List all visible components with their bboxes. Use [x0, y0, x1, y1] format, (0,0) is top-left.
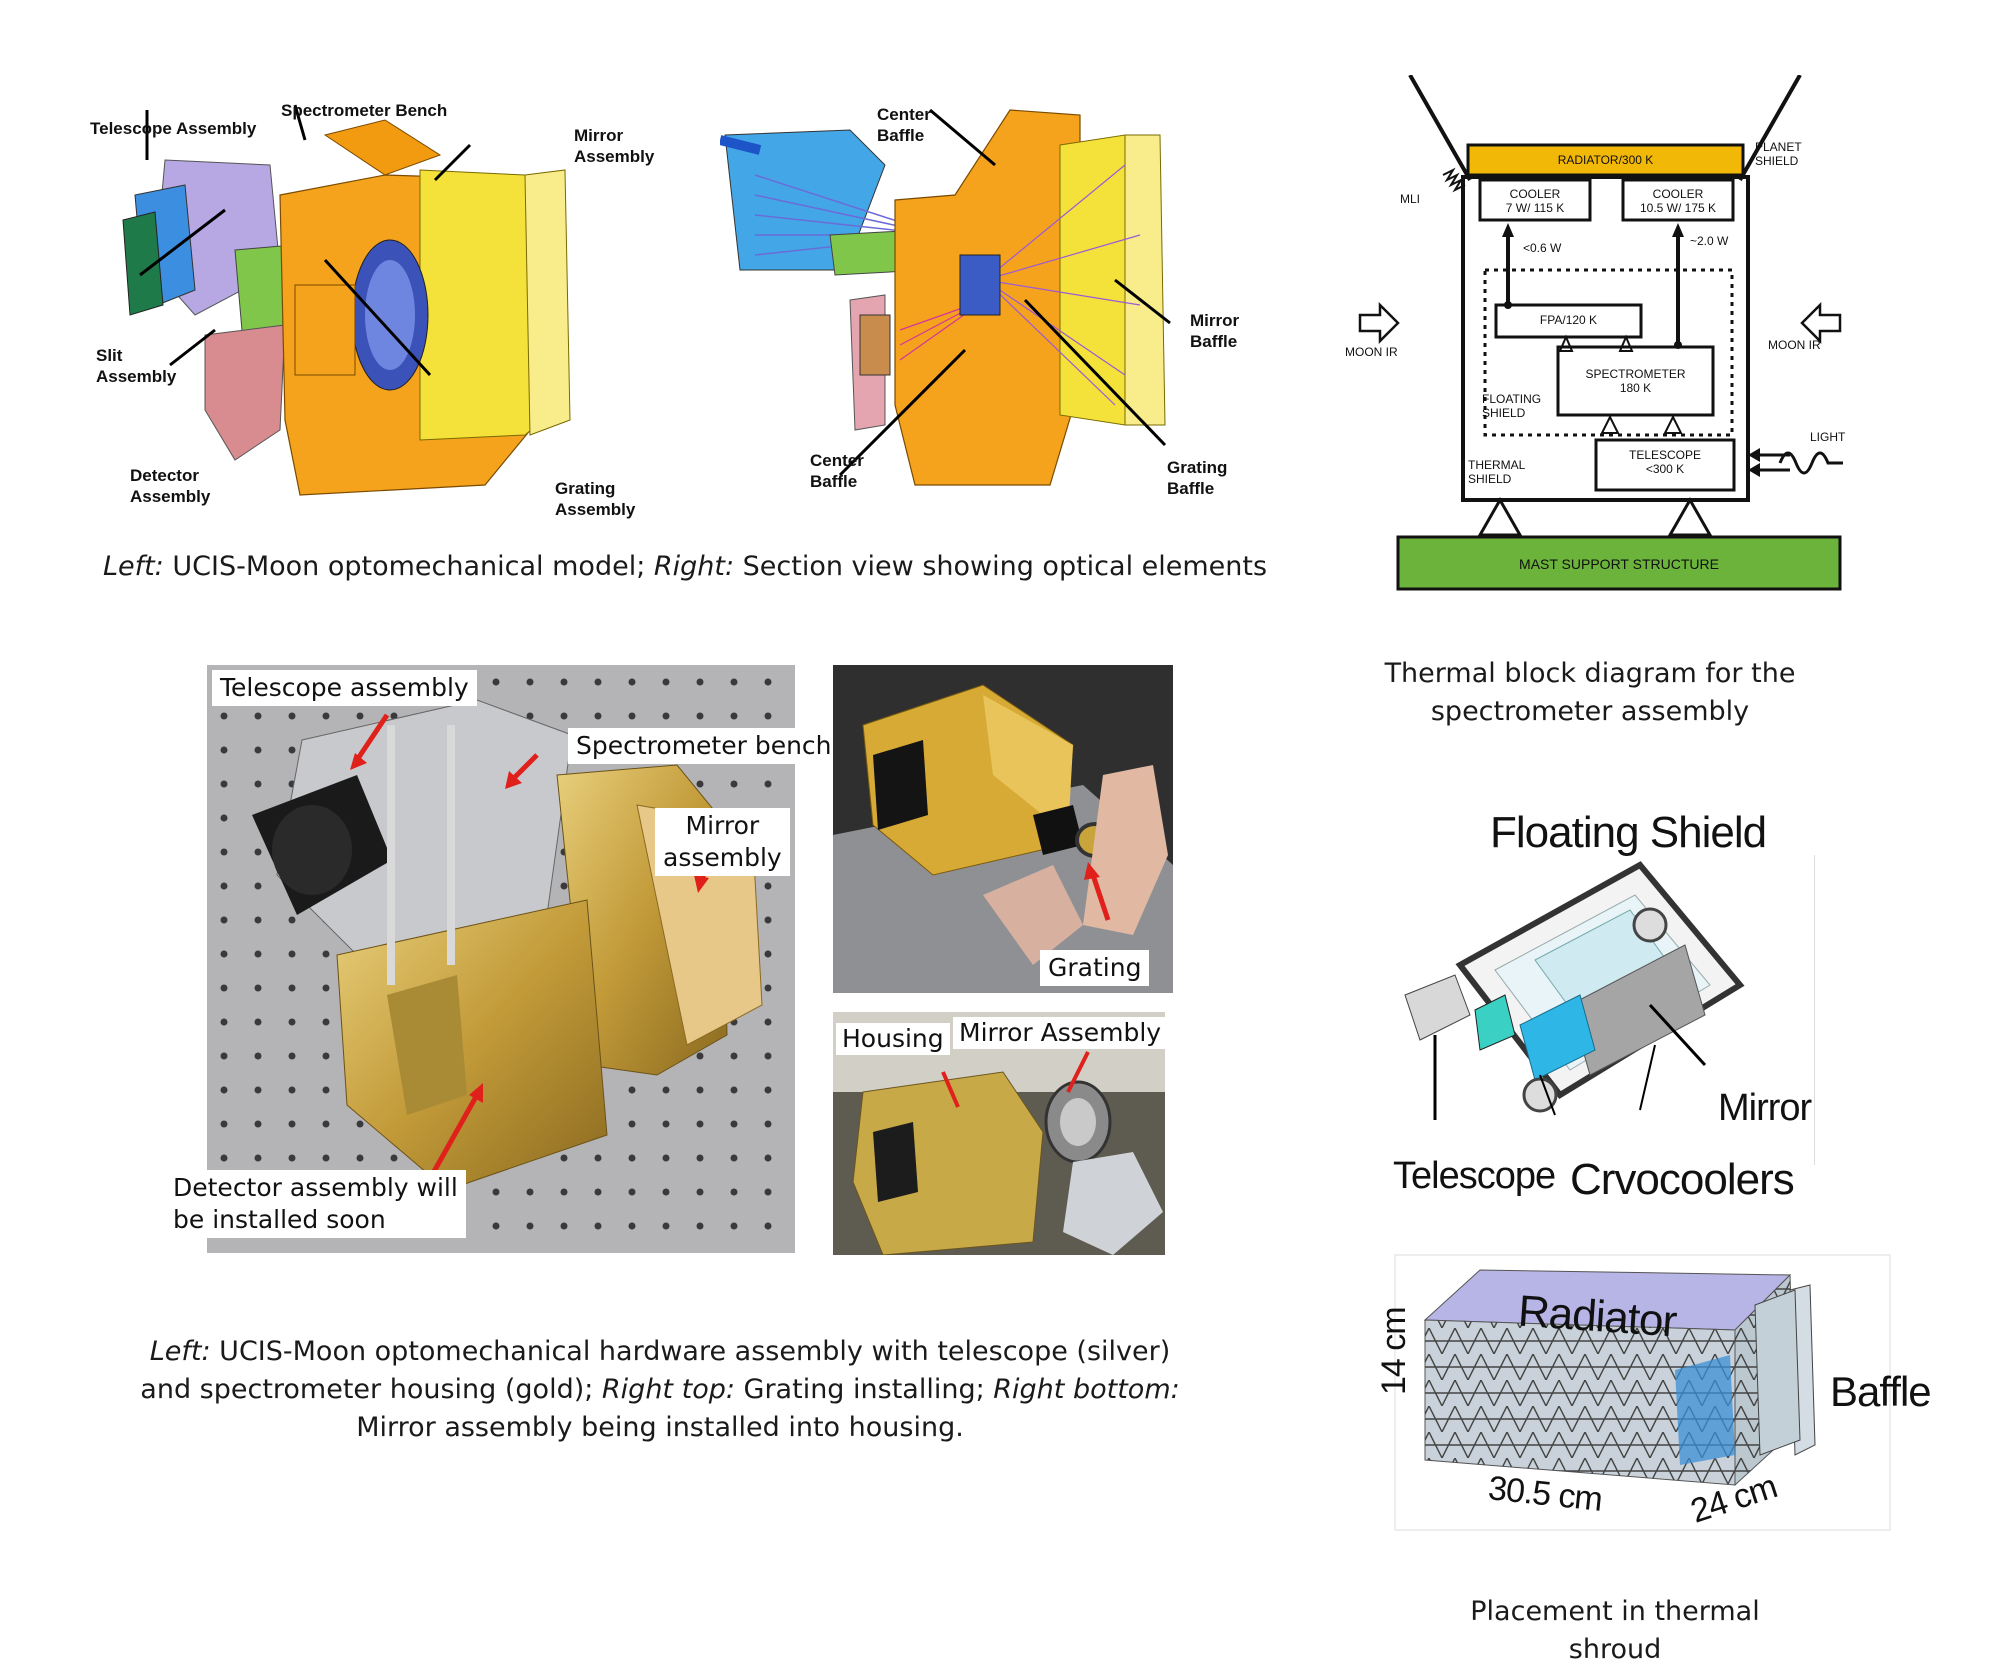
thermal-mli-label: MLI	[1400, 192, 1421, 206]
label-telescope-assembly: Telescope Assembly	[90, 119, 257, 138]
thermal-radiator-label: RADIATOR/300 K	[1557, 153, 1654, 167]
floating-shield-render	[1395, 845, 1816, 1200]
floating-shield-telescope-label: Telescope	[1393, 1155, 1556, 1197]
thermal-floating-shield-label: FLOATING SHIELD	[1482, 392, 1542, 420]
thermal-mast-label: MAST SUPPORT STRUCTURE	[1519, 556, 1719, 572]
label-grating-baffle: Grating Baffle	[1167, 458, 1228, 498]
thermal-planet-shield-label: PLANET SHIELD	[1755, 140, 1802, 168]
caption-hardware-l2-em2: Right bottom:	[993, 1374, 1180, 1405]
hardware-photo-drawing	[207, 665, 795, 1253]
photo-label-telescope-assembly: Telescope assembly	[212, 670, 477, 706]
shroud-render-drawing	[1394, 1254, 1891, 1531]
label-mirror-assembly: Mirror Assembly	[574, 126, 655, 166]
label-slit-assembly: Slit Assembly	[96, 346, 177, 386]
thermal-spectrometer-label: SPECTROMETER 180 K	[1585, 367, 1686, 395]
section-view	[718, 105, 1190, 495]
thermal-diagram-shapes	[1358, 74, 1843, 591]
optomech-model-drawing	[122, 104, 571, 496]
thermal-thermal-shield-label: THERMAL SHIELD	[1468, 458, 1526, 486]
grating-photo	[833, 665, 1173, 993]
floating-shield-mirror-label: Mirror	[1718, 1087, 1812, 1129]
thermal-cooler2-label: COOLER 10.5 W/ 175 K	[1639, 187, 1717, 215]
caption-hardware-line1: Left: UCIS-Moon optomechanical hardware …	[100, 1333, 1220, 1371]
caption-top-left-em: Left:	[102, 551, 164, 582]
section-view-drawing	[718, 108, 1171, 486]
label-mirror-baffle: Mirror Baffle	[1190, 311, 1240, 351]
shroud-render	[1390, 1250, 1940, 1540]
label-grating-assembly: Grating Assembly	[555, 479, 636, 519]
label-detector-assembly: Detector Assembly	[130, 466, 211, 506]
caption-thermal: Thermal block diagram for the spectromet…	[1384, 658, 1796, 727]
thermal-flow2-label: ~2.0 W	[1690, 234, 1729, 248]
floating-shield-cryocoolers-label: Crvocoolers	[1570, 1155, 1795, 1204]
photo-label-spectrometer-bench: Spectrometer bench	[568, 728, 840, 764]
photo-label-mirror-assembly: Mirror assembly	[655, 808, 790, 876]
grating-photo-drawing	[833, 665, 1173, 993]
floating-shield-render-drawing	[1404, 855, 1816, 1165]
hardware-photo	[207, 665, 795, 1253]
caption-shroud: Placement in thermal shroud	[1470, 1596, 1760, 1665]
thermal-moon-ir-left-label: MOON IR	[1345, 345, 1398, 359]
photo-label-detector-assembly: Detector assembly will be installed soon	[165, 1170, 466, 1238]
thermal-fpa-label: FPA/120 K	[1539, 313, 1598, 327]
caption-top: Left: UCIS-Moon optomechanical model; Ri…	[100, 548, 1270, 586]
thermal-light-label: LIGHT	[1810, 430, 1846, 444]
caption-top-left-text: UCIS-Moon optomechanical model;	[163, 551, 654, 582]
caption-hardware-l1-em: Left:	[149, 1336, 211, 1367]
optomech-model	[85, 100, 645, 520]
caption-hardware-line2: and spectrometer housing (gold); Right t…	[100, 1371, 1220, 1409]
caption-hardware-l2-text: and spectrometer housing (gold);	[140, 1374, 602, 1405]
caption-hardware-l2-em1: Right top:	[601, 1374, 735, 1405]
caption-hardware-l1-text: UCIS-Moon optomechanical hardware assemb…	[210, 1336, 1171, 1367]
thermal-flow1-label: <0.6 W	[1523, 241, 1562, 255]
floating-shield-title: Floating Shield	[1490, 808, 1767, 857]
caption-top-right-em: Right:	[653, 551, 735, 582]
label-center-baffle-bottom: Center Baffle	[810, 451, 864, 491]
shroud-height-label: 14 cm	[1375, 1307, 1413, 1395]
caption-hardware-l2-mid: Grating installing;	[734, 1374, 994, 1405]
photo-label-mirror-assembly-bottom: Mirror Assembly	[953, 1017, 1168, 1049]
caption-hardware: Left: UCIS-Moon optomechanical hardware …	[100, 1333, 1220, 1447]
caption-top-right-text: Section view showing optical elements	[734, 551, 1268, 582]
thermal-diagram	[1340, 74, 1900, 605]
caption-hardware-line3: Mirror assembly being installed into hou…	[356, 1412, 964, 1443]
shroud-baffle-label: Baffle	[1830, 1368, 1932, 1415]
thermal-telescope-label: TELESCOPE <300 K	[1628, 448, 1702, 476]
label-spectrometer-bench: Spectrometer Bench	[281, 101, 448, 120]
photo-label-grating: Grating	[1040, 950, 1150, 986]
photo-label-housing: Housing	[836, 1023, 950, 1055]
label-center-baffle-top: Center Baffle	[877, 105, 931, 145]
thermal-cooler1-label: COOLER 7 W/ 115 K	[1505, 187, 1565, 215]
thermal-moon-ir-right-label: MOON IR	[1768, 338, 1821, 352]
